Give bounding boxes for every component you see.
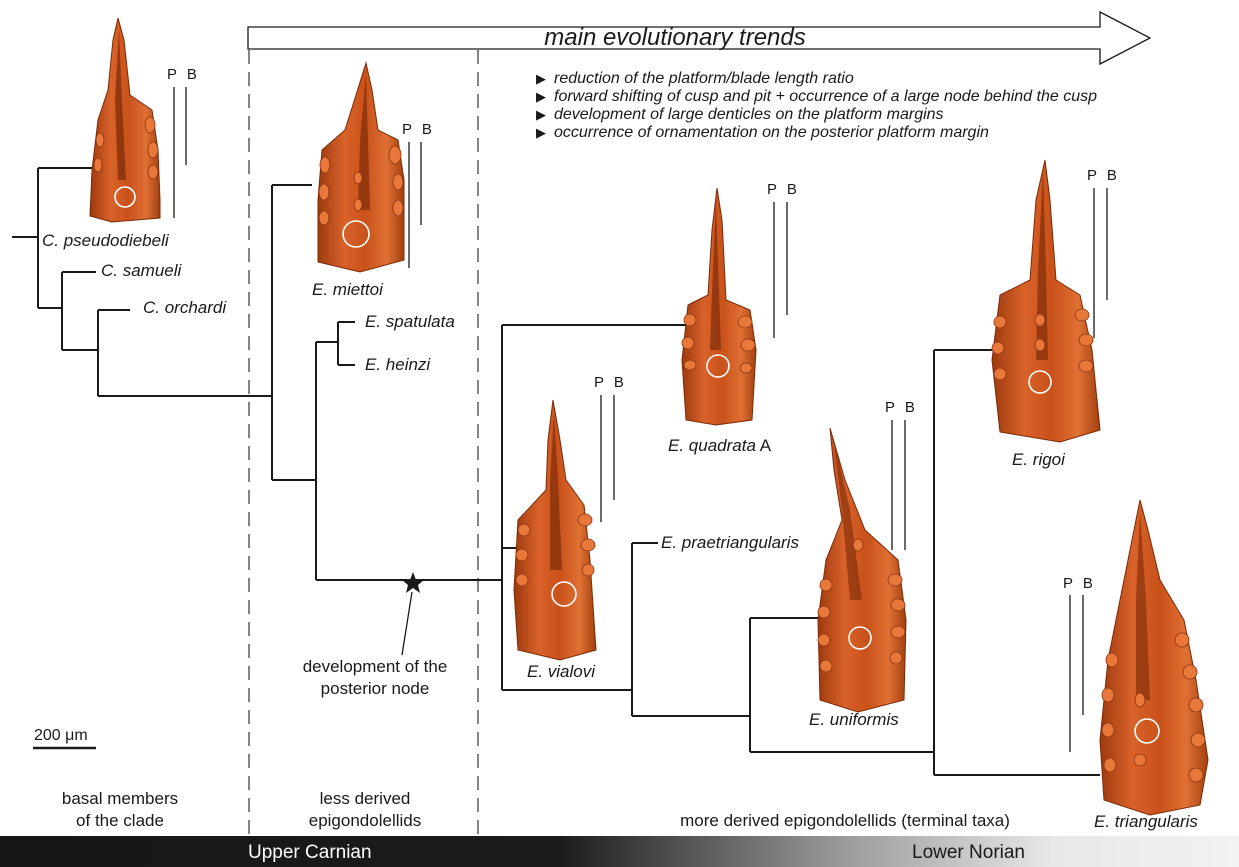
taxon-label-samueli: C. samueli: [101, 261, 181, 281]
taxon-label-triangularis: E. triangularis: [1094, 812, 1198, 832]
pb-lines: [174, 87, 1107, 752]
taxon-label-heinzi: E. heinzi: [365, 355, 430, 375]
group-label-basal: basal members of the clade: [20, 788, 220, 832]
specimen-triangularis: [1100, 500, 1208, 815]
pb-label: P B: [594, 374, 627, 391]
taxon-label-orchardi: C. orchardi: [143, 298, 226, 318]
specimen-vialovi: [514, 400, 596, 660]
stage-bar: Upper Carnian Lower Norian: [0, 836, 1239, 867]
specimen-quadrata: [682, 188, 756, 425]
scale-bar-label: 200 μm: [34, 727, 88, 745]
specimen-uniformis: [818, 428, 906, 712]
bullet-triangle-icon: ▶: [536, 89, 546, 104]
taxon-label-uniformis: E. uniformis: [809, 710, 899, 730]
pb-label: P B: [402, 121, 435, 138]
taxon-label-praetriangularis: E. praetriangularis: [661, 533, 799, 553]
group-label-less-derived: less derived epigondolellids: [270, 788, 460, 832]
specimen-miettoi: [318, 63, 404, 272]
trend-item: ▶reduction of the platform/blade length …: [536, 70, 1097, 88]
specimen-pseudodiebeli: [90, 18, 160, 222]
bullet-triangle-icon: ▶: [536, 71, 546, 86]
bullet-triangle-icon: ▶: [536, 125, 546, 140]
pb-label: P B: [1063, 575, 1096, 592]
pb-label: P B: [885, 399, 918, 416]
trend-title: main evolutionary trends: [480, 24, 870, 52]
taxon-label-pseudodiebeli: C. pseudodiebeli: [42, 231, 169, 251]
taxon-label-quadrata: E. quadrata A: [668, 436, 771, 456]
trend-list: ▶reduction of the platform/blade length …: [536, 70, 1097, 142]
node-annotation: development of the posterior node: [280, 656, 470, 700]
trend-item: ▶development of large denticles on the p…: [536, 106, 1097, 124]
pb-label: P B: [767, 181, 800, 198]
stage-label-upper-carnian: Upper Carnian: [248, 842, 372, 864]
stage-label-lower-norian: Lower Norian: [912, 842, 1025, 864]
posterior-node-star-icon: [402, 572, 424, 593]
trend-item: ▶forward shifting of cusp and pit + occu…: [536, 88, 1097, 106]
bullet-triangle-icon: ▶: [536, 107, 546, 122]
trend-item: ▶occurrence of ornamentation on the post…: [536, 124, 1097, 142]
specimen-rigoi: [992, 160, 1100, 442]
taxon-label-spatulata: E. spatulata: [365, 312, 455, 332]
pb-label: P B: [1087, 167, 1120, 184]
taxon-label-vialovi: E. vialovi: [527, 662, 595, 682]
pb-label: P B: [167, 66, 200, 83]
annotation-pointer: [402, 592, 412, 655]
taxon-label-miettoi: E. miettoi: [312, 280, 383, 300]
taxon-label-rigoi: E. rigoi: [1012, 450, 1065, 470]
group-label-more-derived: more derived epigondolellids (terminal t…: [620, 810, 1070, 832]
